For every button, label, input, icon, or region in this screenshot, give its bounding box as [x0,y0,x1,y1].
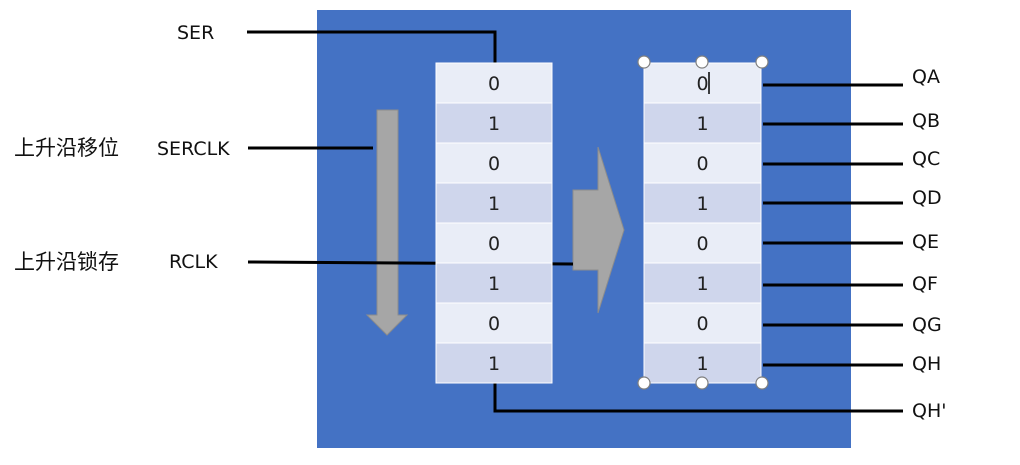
output-label-5: QF [912,273,938,295]
storage-register-bit-5: 1 [696,273,708,295]
output-label-7: QH [912,353,941,375]
storage-register-bit-3: 1 [696,193,708,215]
resize-handle[interactable] [695,376,709,390]
shift-register-bit-6: 0 [488,313,500,335]
ser-wire [247,30,497,63]
shift-register-cell [435,182,553,224]
resize-handle[interactable] [637,376,651,390]
shift-register-bit-3: 1 [488,193,500,215]
output-label-6: QG [912,314,942,336]
storage-register-bit-7: 1 [696,353,708,375]
rclk-label: RCLK [169,251,218,273]
shift-register-bit-5: 1 [488,273,500,295]
storage-register-cell [643,182,762,224]
storage-register-bit-2: 0 [696,153,708,175]
storage-register-bit-1: 1 [696,113,708,135]
shift-register-bit-0: 0 [488,73,500,95]
storage-register-cell [643,102,762,144]
shift-register-cell [435,62,553,104]
shift-register-cell [435,342,553,384]
latch-arrow-icon [572,146,625,314]
selection-handles [637,55,769,390]
resize-handle[interactable] [755,376,769,390]
output-label-4: QE [912,231,939,253]
output-label-3: QD [912,187,942,209]
shift-register-bit-7: 1 [488,353,500,375]
qh-prime-wire [493,383,903,413]
shift-register-cell [435,102,553,144]
resize-handle[interactable] [695,55,709,69]
storage-register-cell [643,262,762,304]
qh-prime-label: QH' [912,400,946,422]
shift-register-cell [435,222,553,264]
latch-edge-annotation: 上升沿锁存 [14,250,119,274]
ser-label: SER [177,22,214,44]
storage-register-bit-4: 0 [696,233,708,255]
output-label-1: QB [912,110,940,132]
shift-register-bit-2: 0 [488,153,500,175]
shift-register-bit-4: 0 [488,233,500,255]
storage-register-cell [643,302,762,344]
shift-direction-arrow-icon [365,109,409,336]
storage-register-cell [643,222,762,264]
storage-register-bit-0: 0 [696,73,708,95]
output-label-2: QC [912,148,940,170]
shift-edge-annotation: 上升沿移位 [14,136,119,160]
storage-register: 0 1 0 1 0 1 0 1 [643,62,762,384]
storage-register-cell [643,342,762,384]
resize-handle[interactable] [637,55,651,69]
storage-register-cell [643,62,762,104]
serclk-label: SERCLK [157,138,230,160]
shift-register-bit-1: 1 [488,113,500,135]
output-label-0: QA [912,66,940,88]
shift-register-cell [435,142,553,184]
resize-handle[interactable] [755,55,769,69]
storage-register-cell [643,142,762,184]
storage-register-bit-6: 0 [696,313,708,335]
shift-register-cell [435,302,553,344]
shift-register: 0 1 0 1 0 1 0 1 [435,62,553,384]
